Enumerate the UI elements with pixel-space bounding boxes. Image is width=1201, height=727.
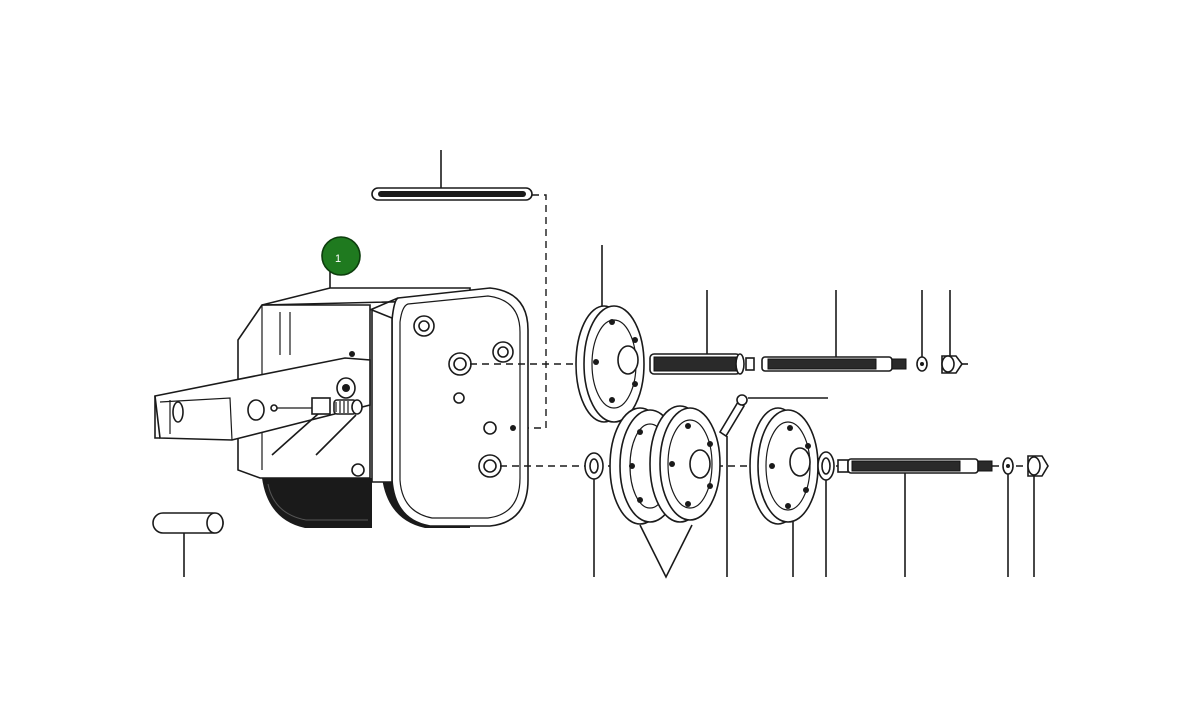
upper-pulley	[575, 305, 645, 423]
upper-nut	[941, 355, 963, 374]
long-pin	[371, 187, 533, 201]
callout-circle[interactable]	[321, 236, 361, 276]
main-housing	[154, 287, 529, 528]
lower-washer-right	[1002, 457, 1014, 475]
assembly-path-pin	[514, 194, 547, 429]
lower-washer-middle	[817, 451, 835, 481]
double-pulley-pair	[609, 405, 721, 525]
grease-fitting	[718, 394, 748, 438]
lower-washer-left	[584, 452, 604, 480]
short-pin	[152, 512, 224, 534]
threaded-bushing	[649, 353, 745, 375]
part-callout-1[interactable]: 1	[321, 236, 361, 276]
leader-line-double-pulley	[639, 524, 693, 579]
upper-bolt	[745, 356, 907, 372]
upper-washer	[916, 356, 928, 372]
callout-label: 1	[335, 253, 341, 265]
lower-bolt	[837, 458, 993, 474]
lower-pulley-right	[749, 407, 819, 525]
lower-nut	[1027, 455, 1049, 477]
